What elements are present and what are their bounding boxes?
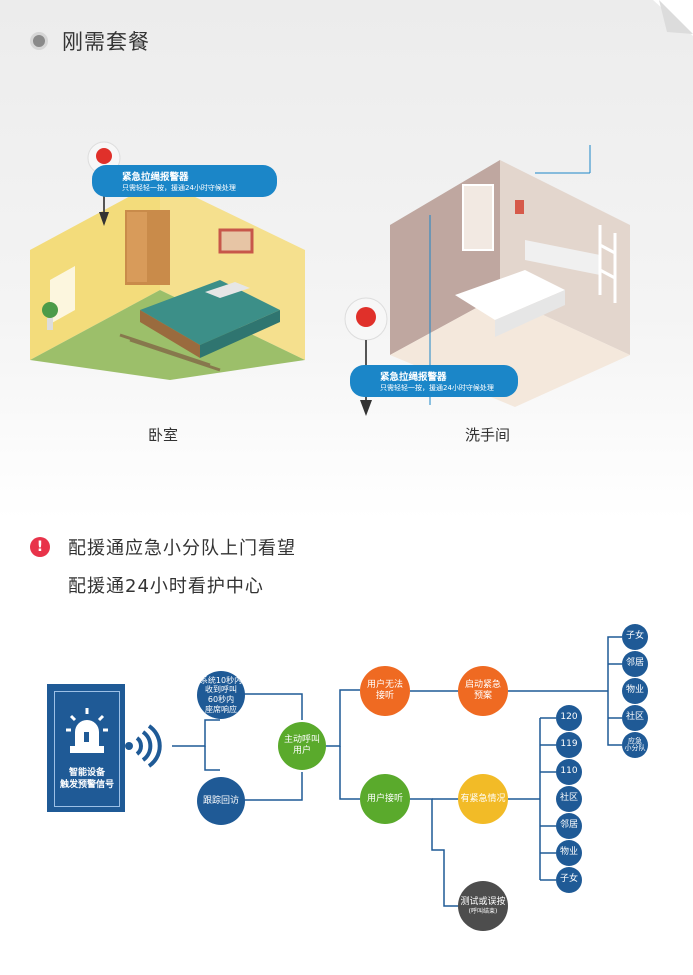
device-screen: 智能设备 触发预警信号	[54, 691, 120, 807]
plan-contact-property: 物业	[622, 678, 648, 704]
bathroom-illustration	[390, 145, 630, 407]
smart-device-panel: 智能设备 触发预警信号	[47, 684, 125, 812]
callout-title: 紧急拉绳报警器	[380, 372, 447, 383]
emergency-contact-120: 120	[556, 705, 582, 731]
node-emergency-plan: 启动紧急 预案	[458, 666, 508, 716]
node-test-mistake: 测试或误按 (呼叫结束)	[458, 881, 508, 931]
alarm-beacon-icon	[66, 708, 108, 753]
emergency-contact-children: 子女	[556, 867, 582, 893]
info-text-2: 配援通24小时看护中心	[68, 576, 264, 597]
pull-cord-alarm-icon	[344, 297, 388, 416]
plan-contact-neighbors: 邻居	[622, 651, 648, 677]
alarm-callout: 紧急拉绳报警器 只需轻轻一按，援通24小时守候处理	[92, 165, 277, 197]
node-no-answer: 用户无法 接听	[360, 666, 410, 716]
room-label-bathroom: 洗手间	[465, 426, 511, 444]
alert-icon: !	[30, 537, 50, 557]
page-corner-fold	[653, 0, 693, 36]
info-text-1: 配援通应急小分队上门看望	[68, 538, 296, 559]
room-label-bedroom: 卧室	[148, 426, 179, 444]
emergency-contact-110: 110	[556, 759, 582, 785]
emergency-contact-community: 社区	[556, 786, 582, 812]
info-line-2: 配援通24小时看护中心	[68, 572, 264, 598]
flow-connectors	[125, 636, 622, 907]
alarm-callout: 紧急拉绳报警器 只需轻轻一按，援通24小时守候处理	[350, 365, 518, 397]
info-line-1: ! 配援通应急小分队上门看望	[30, 534, 296, 560]
emergency-contact-property: 物业	[556, 840, 582, 866]
callout-subtitle: 只需轻轻一按，援通24小时守候处理	[380, 384, 494, 392]
section-title: 刚需套餐	[62, 30, 150, 54]
section-header: 刚需套餐	[30, 26, 150, 56]
emergency-contact-neighbors: 邻居	[556, 813, 582, 839]
emergency-contact-119: 119	[556, 732, 582, 758]
node-answered: 用户接听	[360, 774, 410, 824]
plan-contact-emergency-team: 应急 小分队	[622, 732, 648, 758]
node-has-emergency: 有紧急情况	[458, 774, 508, 824]
node-follow-up: 跟踪回访	[197, 777, 245, 825]
node-system-response: 系统10秒内 收到呼叫 60秒内 座席响应	[197, 671, 245, 719]
plan-contact-children: 子女	[622, 624, 648, 650]
callout-subtitle: 只需轻轻一按，援通24小时守候处理	[122, 184, 236, 192]
device-label: 智能设备 触发预警信号	[59, 768, 114, 790]
bedroom-illustration	[30, 180, 305, 380]
callout-title: 紧急拉绳报警器	[122, 172, 189, 183]
plan-contact-community: 社区	[622, 705, 648, 731]
node-active-call: 主动呼叫 用户	[278, 722, 326, 770]
bullet-icon	[30, 32, 48, 50]
